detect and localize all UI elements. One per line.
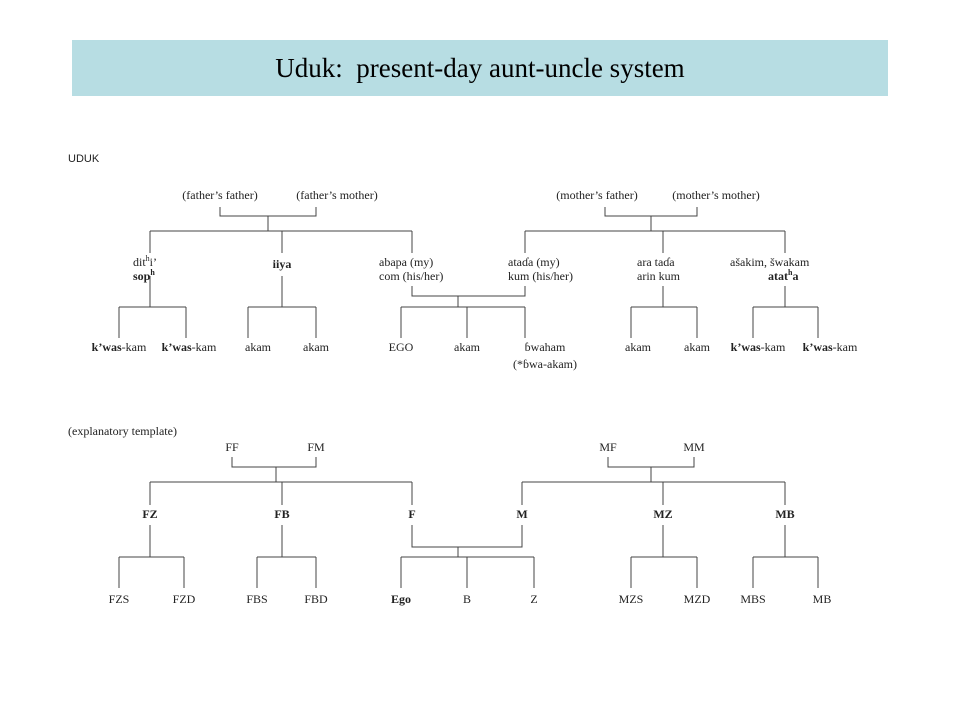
template-paternal-lines [149,457,413,505]
template-children-lines [118,525,819,588]
uduk-mzs-term: akam [625,340,652,354]
template-fzs-label: FZS [109,592,130,606]
template-ego-label: Ego [391,592,411,606]
uduk-m-term-2: kum (his/her) [508,269,573,283]
template-fzd-label: FZD [173,592,196,606]
uduk-z-term-note: (*ɓwa-akam) [513,357,577,371]
template-fbs-label: FBS [246,592,267,606]
uduk-maternal-lines [524,207,786,253]
template-mz-label: MZ [653,507,672,521]
title-banner: Uduk: present-day aunt-uncle system [72,40,888,96]
template-mf-label: MF [599,440,617,454]
template-mbs-label: MBS [740,592,765,606]
uduk-mf-label: (mother’s father) [556,188,637,202]
uduk-mzd-term: akam [684,340,711,354]
template-fbd-label: FBD [304,592,328,606]
template-fz-label: FZ [142,507,157,521]
uduk-fzd-term: k’was-kam [162,340,217,354]
uduk-heading: UDUK [68,153,100,165]
template-mzs-label: MZS [619,592,644,606]
template-m-label: M [516,507,527,521]
uduk-fbs-term: akam [245,340,272,354]
uduk-fz-term-2: soph [133,268,155,283]
template-mbc-label: MB [813,592,832,606]
template-b-label: B [463,592,471,606]
template-maternal-lines [521,457,786,505]
uduk-fz-term-1: dithi’ [133,254,157,269]
uduk-mb-term-1: ašakim, šwakam [730,255,810,269]
uduk-mb-term-2: atatha [768,268,798,283]
uduk-fb-term: iiya [273,257,292,271]
template-heading: (explanatory template) [68,424,177,438]
uduk-mz-term-1: ara taɗa [637,255,675,269]
uduk-z-term: ɓwaham [525,340,566,354]
uduk-f-term-1: abapa (my) [379,255,433,269]
uduk-b-term: akam [454,340,481,354]
uduk-children-lines [118,276,819,338]
uduk-ego-term: EGO [389,340,414,354]
uduk-fzs-term: k’was-kam [92,340,147,354]
uduk-f-term-2: com (his/her) [379,269,443,283]
template-fb-label: FB [274,507,289,521]
uduk-mbs-term: k’was-kam [731,340,786,354]
uduk-mz-term-2: arin kum [637,269,681,283]
uduk-paternal-lines [149,207,413,253]
template-z-label: Z [530,592,537,606]
uduk-fm-label: (father’s mother) [296,188,377,202]
template-ff-label: FF [225,440,239,454]
uduk-mm-label: (mother’s mother) [672,188,759,202]
template-mm-label: MM [683,440,705,454]
uduk-mbd-term: k’was-kam [803,340,858,354]
uduk-m-term-1: ataɗa (my) [508,255,560,269]
template-f-label: F [408,507,415,521]
uduk-fbd-term: akam [303,340,330,354]
template-mzd-label: MZD [684,592,711,606]
template-mb-label: MB [775,507,794,521]
uduk-ff-label: (father’s father) [182,188,257,202]
slide-title: Uduk: present-day aunt-uncle system [275,52,685,83]
template-fm-label: FM [307,440,325,454]
